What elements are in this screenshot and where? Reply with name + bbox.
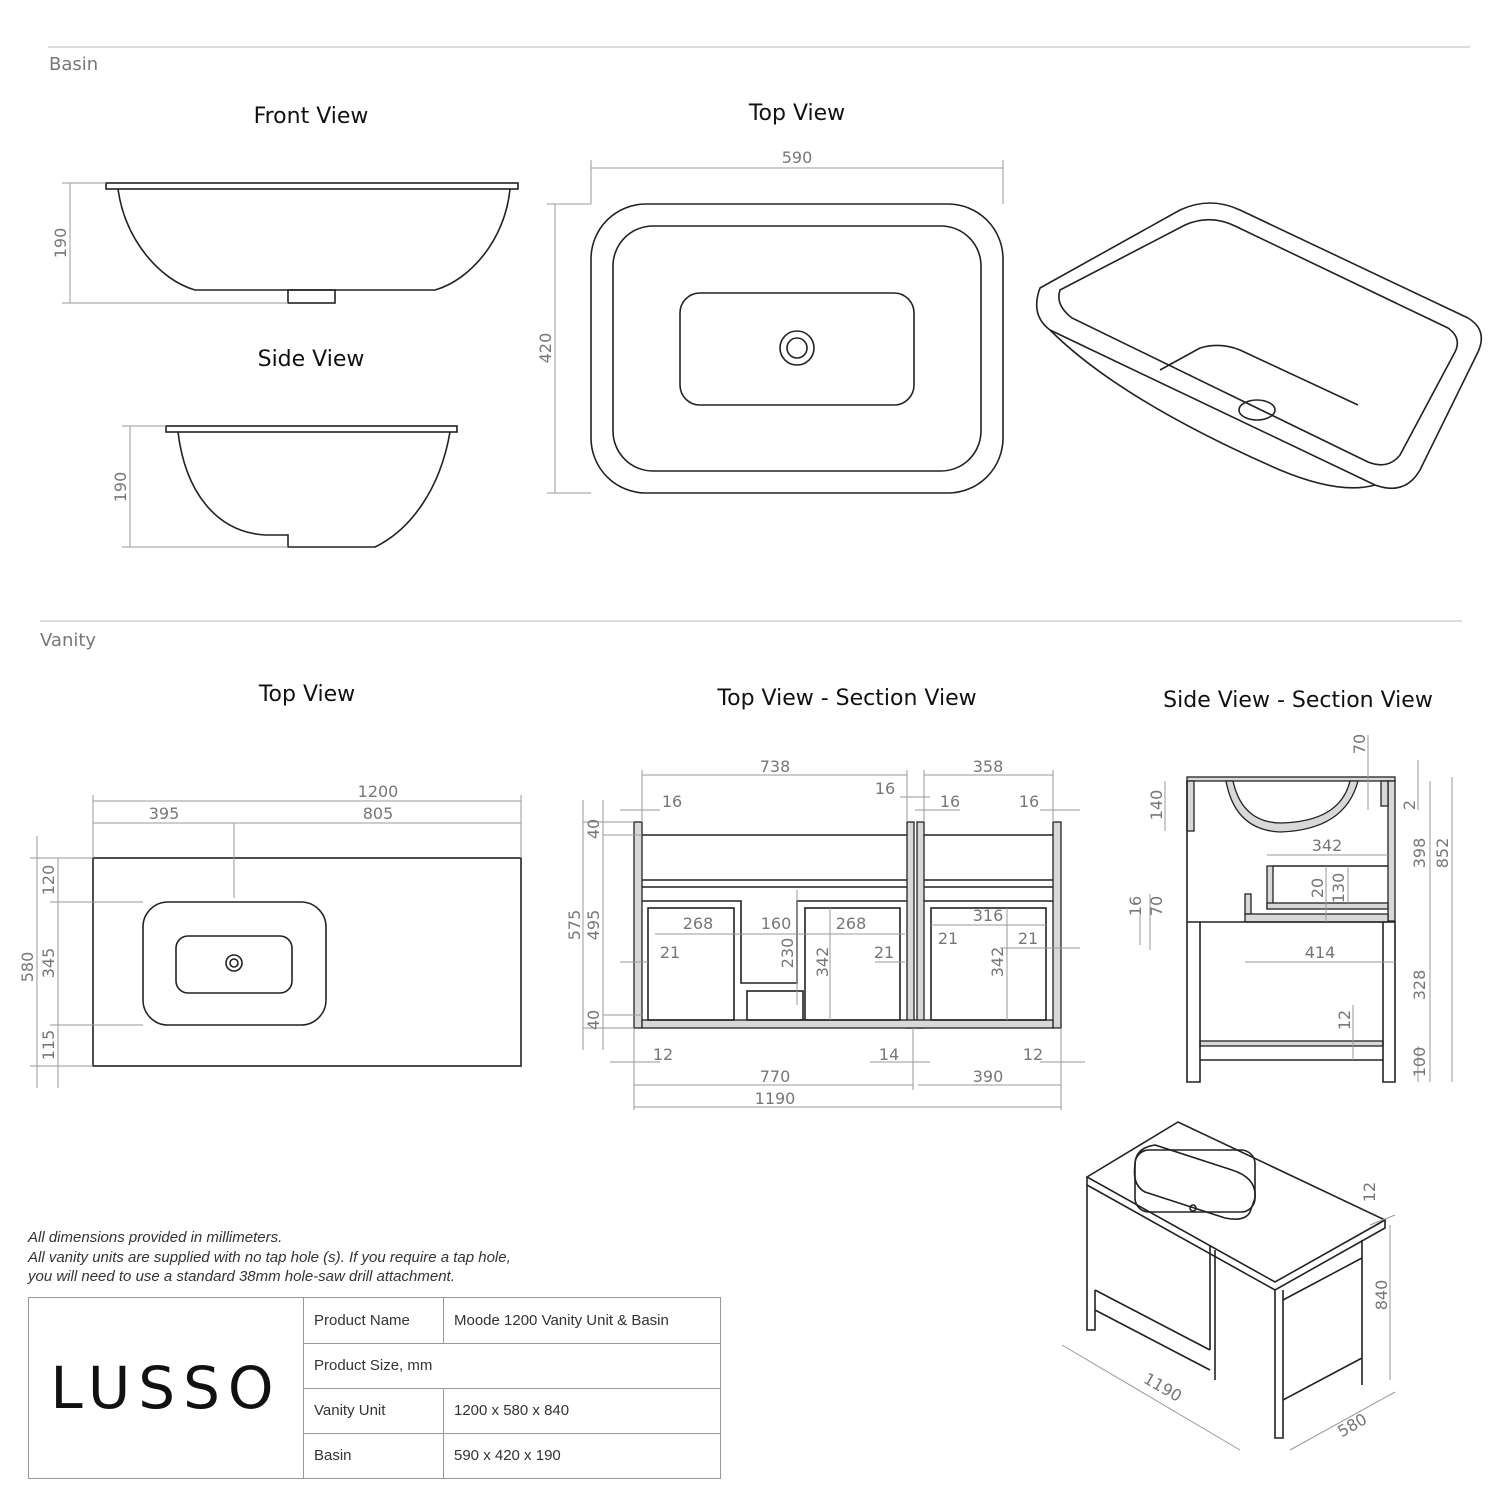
basin-side-view: Side View 190 (111, 347, 458, 548)
dim-label: 21 (938, 929, 958, 948)
dim-label: 21 (660, 943, 680, 962)
note-hole-saw: you will need to use a standard 38mm hol… (28, 1268, 455, 1285)
spec-table: LUSSO Product Name Moode 1200 Vanity Uni… (28, 1297, 721, 1479)
dim-label: 100 (1410, 1047, 1429, 1078)
dim-label: 16 (1019, 792, 1039, 811)
view-title: Side View (258, 347, 365, 372)
view-title: Top View - Section View (716, 686, 976, 711)
dim-label: 840 (1372, 1280, 1391, 1311)
dim-label: 2 (1400, 800, 1419, 810)
brand-logo: LUSSO (50, 1354, 282, 1422)
dim-label: 70 (1147, 896, 1166, 916)
dim-label: 16 (1126, 896, 1145, 916)
section-label-vanity: Vanity (40, 630, 96, 651)
dim-label: 342 (813, 947, 832, 978)
dim-label: 12 (1023, 1045, 1043, 1064)
spec-value-vanity-unit: 1200 x 580 x 840 (443, 1388, 720, 1433)
basin-isometric-view (1035, 202, 1483, 489)
dim-label: 12 (1360, 1182, 1379, 1202)
dim-label: 16 (875, 779, 895, 798)
dim-label: 390 (973, 1067, 1004, 1086)
vanity-isometric-view: 12 840 1190 580 (1061, 1121, 1396, 1451)
dim-label: 70 (1350, 734, 1369, 754)
dim-label: 16 (940, 792, 960, 811)
dim-label: 120 (39, 865, 58, 896)
dim-label: 580 (1334, 1409, 1370, 1441)
drain-icon (779, 330, 815, 366)
view-title: Front View (254, 104, 369, 129)
dim-label: 575 (565, 910, 584, 941)
spec-label-product-size: Product Size, mm (303, 1343, 720, 1388)
dim-label: 395 (149, 804, 180, 823)
dim-label: 21 (1018, 929, 1038, 948)
dim-label: 12 (1335, 1010, 1354, 1030)
note-tap-hole: All vanity units are supplied with no ta… (28, 1249, 511, 1266)
section-label-basin: Basin (49, 54, 98, 75)
dim-basin-side-height: 190 (111, 472, 130, 503)
dim-label: 805 (363, 804, 394, 823)
dim-label: 268 (683, 914, 714, 933)
dim-label: 160 (761, 914, 792, 933)
dim-label: 738 (760, 757, 791, 776)
drain-icon (1189, 1204, 1197, 1212)
vanity-top-view: Top View 1200 395 805 120 345 115 580 (18, 682, 522, 1088)
view-title: Side View - Section View (1163, 688, 1433, 713)
spec-label-vanity-unit: Vanity Unit (303, 1388, 443, 1433)
spec-value-basin: 590 x 420 x 190 (443, 1433, 720, 1478)
spec-label-basin: Basin (303, 1433, 443, 1478)
dim-label: 12 (653, 1045, 673, 1064)
basin-front-view: Front View 190 (51, 104, 519, 304)
dim-label: 852 (1433, 838, 1452, 869)
dim-label: 40 (584, 1010, 603, 1030)
view-title: Top View (258, 682, 355, 707)
spec-label-product-name: Product Name (303, 1298, 443, 1343)
dim-label: 21 (874, 943, 894, 962)
dim-label: 20 (1308, 878, 1327, 898)
dim-label: 345 (39, 948, 58, 979)
vanity-side-section-view: Side View - Section View 70 140 2 342 20… (1126, 688, 1453, 1083)
dim-label: 1190 (755, 1089, 796, 1108)
dim-label: 130 (1329, 873, 1348, 904)
dim-label: 16 (662, 792, 682, 811)
note-units: All dimensions provided in millimeters. (28, 1229, 283, 1246)
dim-label: 342 (1312, 836, 1343, 855)
dim-label: 316 (973, 906, 1004, 925)
dim-label: 268 (836, 914, 867, 933)
dim-label: 342 (988, 947, 1007, 978)
spec-value-product-name: Moode 1200 Vanity Unit & Basin (443, 1298, 720, 1343)
dim-label: 398 (1410, 838, 1429, 869)
view-title: Top View (748, 101, 845, 126)
dim-label: 414 (1305, 943, 1336, 962)
vanity-top-section-view: Top View - Section View 738 358 16 16 16… (565, 686, 1085, 1110)
dim-label: 40 (584, 819, 603, 839)
dim-label: 230 (778, 938, 797, 969)
dim-label: 1190 (1140, 1369, 1185, 1406)
dim-label: 140 (1147, 790, 1166, 821)
dim-label: 770 (760, 1067, 791, 1086)
basin-top-view: Top View 590 420 (536, 101, 1004, 494)
dim-basin-width: 590 (782, 148, 813, 167)
dim-basin-front-height: 190 (51, 228, 70, 259)
drain-icon (225, 954, 243, 972)
dim-label: 495 (584, 910, 603, 941)
dim-label: 580 (18, 952, 37, 983)
dim-label: 14 (879, 1045, 899, 1064)
dim-label: 328 (1410, 970, 1429, 1001)
dim-label: 115 (39, 1030, 58, 1061)
dim-basin-depth: 420 (536, 333, 555, 364)
drain-icon (1238, 399, 1276, 421)
dim-label: 1200 (358, 782, 399, 801)
dim-label: 358 (973, 757, 1004, 776)
